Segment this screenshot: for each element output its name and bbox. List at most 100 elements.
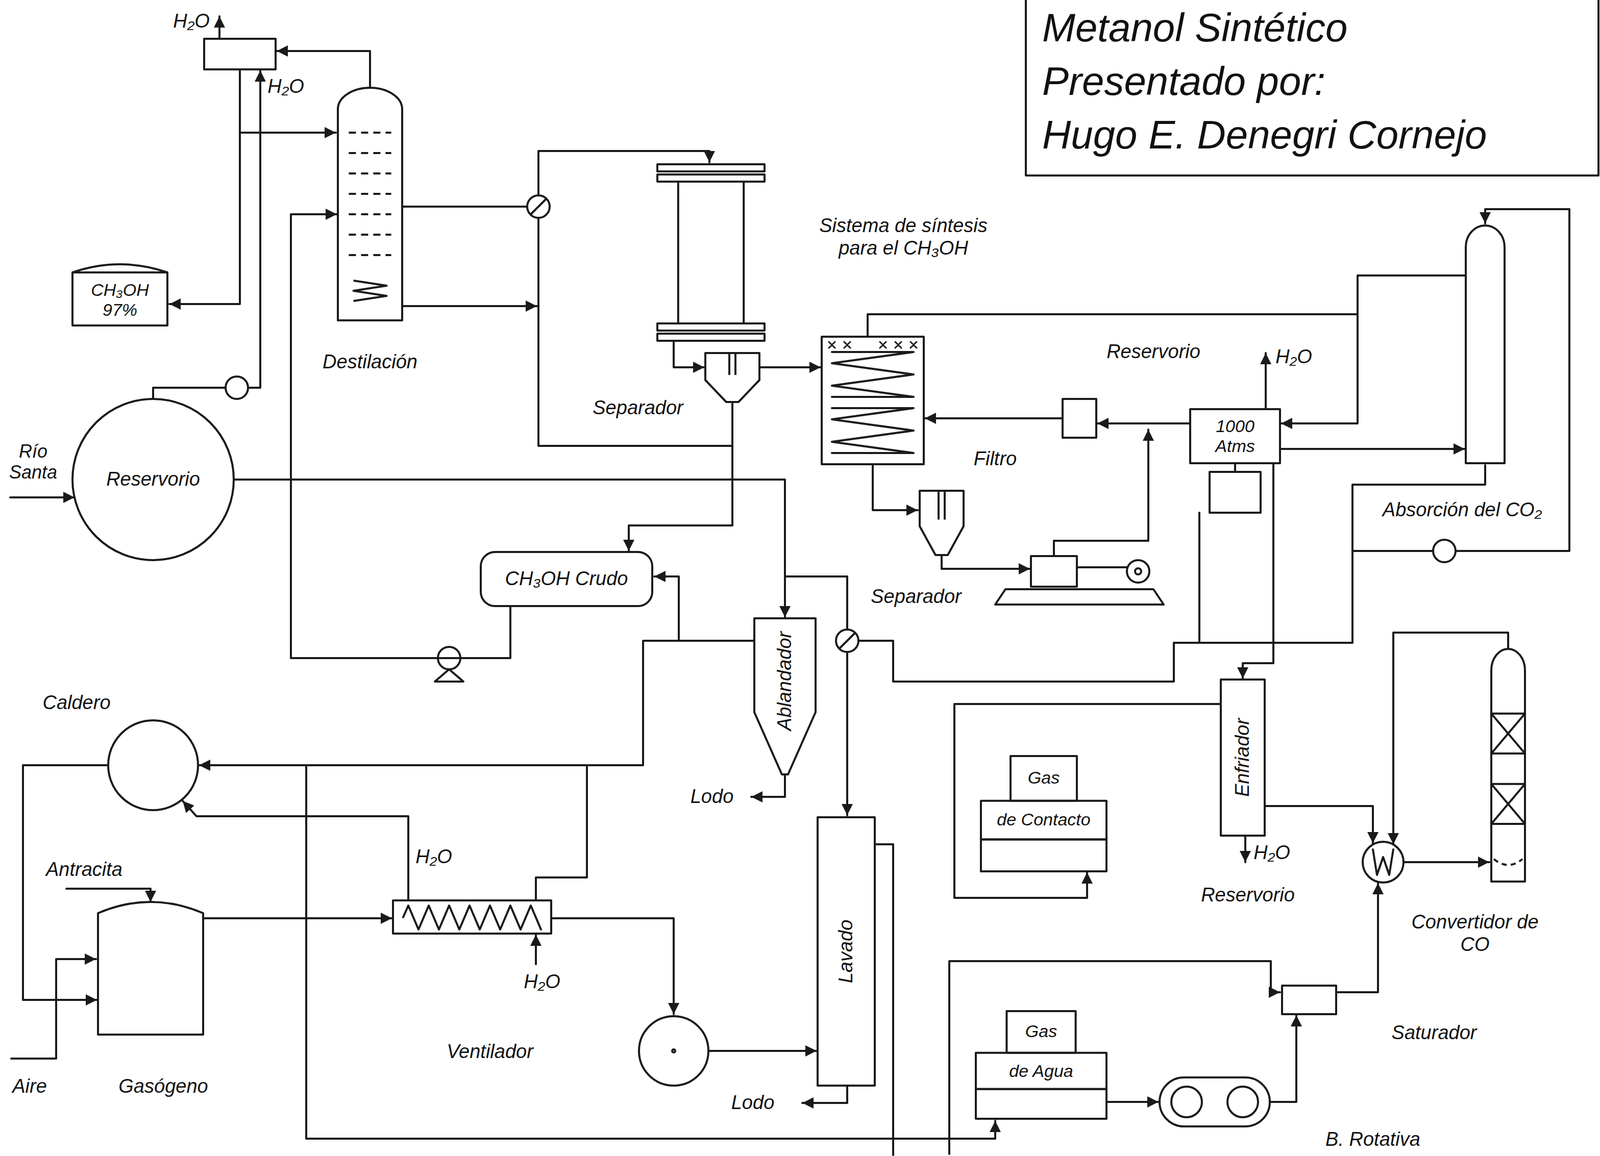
pipe-line: [1234, 464, 1237, 473]
equipment-shape: [656, 163, 766, 342]
author-text: Hugo E. Denegri Cornejo: [1041, 112, 1488, 159]
note-label: Lodo: [689, 785, 735, 809]
equipment-shape: [336, 86, 404, 322]
equipment-outline: [348, 192, 391, 195]
pipe-line: [1337, 883, 1378, 993]
equipment-label: Destilación: [321, 351, 419, 374]
equipment-node: CH₃OH 97%: [71, 260, 169, 327]
pipe-line: [306, 765, 996, 1140]
pipe-line: [403, 305, 537, 308]
equipment-shape: [1490, 648, 1526, 883]
flow-line: [673, 341, 705, 368]
pipe-line: [1244, 837, 1247, 863]
exchanger-symbol: [1372, 849, 1394, 876]
equipment-label: Caldero: [41, 692, 112, 715]
heat-exchanger: [392, 900, 552, 934]
pipe-line: [239, 131, 336, 134]
equipment-label: Saturador: [1390, 1022, 1479, 1045]
equipment-shape: [96, 893, 205, 1037]
equipment-outline: [1227, 1087, 1259, 1118]
heat-exchanger: [821, 336, 924, 465]
equipment-outline: [754, 618, 816, 775]
equipment-outline: [480, 552, 653, 607]
equipment-outline: [1159, 1077, 1270, 1127]
pipe-line: [751, 775, 785, 798]
pump-machine: [1076, 566, 1127, 569]
equipment-node: Saturador: [1281, 985, 1338, 1016]
flow-line: [199, 641, 754, 766]
equipment-outline: [980, 801, 1107, 841]
flow-line: [1270, 1015, 1297, 1103]
equipment-outline: [1491, 714, 1525, 754]
equipment-label: de Agua: [1007, 1061, 1074, 1082]
pipe-line: [654, 576, 679, 642]
exchanger-symbol: [527, 195, 550, 218]
equipment-label: 1000 Atms: [1195, 416, 1275, 457]
spray-symbol: [828, 341, 917, 349]
equipment-outline: [980, 840, 1107, 872]
equipment-outline: [1493, 859, 1523, 866]
equipment-node: 1000 Atms: [1189, 408, 1282, 465]
title-text: Metanol Sintético: [1041, 5, 1349, 52]
equipment-node: Enfriador: [1219, 678, 1266, 838]
equipment-label: Convertidor de CO: [1397, 911, 1553, 956]
coil-symbol: [831, 352, 914, 398]
pipe-line: [1264, 353, 1267, 409]
pipe-line: [204, 917, 392, 920]
exchanger-symbol: [530, 199, 547, 215]
equipment-label: Ventilador: [445, 1041, 535, 1064]
equipment-outline: [729, 353, 736, 376]
equipment-label: de Contacto: [995, 809, 1092, 830]
equipment-outline: [108, 720, 199, 811]
note-label: Lodo: [730, 1092, 776, 1115]
equipment-label: Separador: [591, 397, 684, 420]
pipe-line: [218, 16, 221, 39]
equipment-node: Filtro: [1061, 398, 1098, 439]
pump-symbol: [1433, 539, 1456, 563]
equipment-shape: [637, 1015, 710, 1088]
equipment-outline: [348, 213, 391, 216]
equipment-node: Gas de Agua: [974, 1010, 1108, 1121]
equipment-outline: [938, 490, 945, 521]
pipe-line: [924, 417, 1062, 420]
equipment-outline: [1006, 1011, 1076, 1054]
pump-base: [434, 669, 464, 682]
pipe-line: [1053, 429, 1149, 557]
note-label: Reservorio: [1105, 340, 1202, 364]
pump-machine: [1126, 560, 1150, 583]
motor-box: [1209, 472, 1261, 513]
equipment-outline: [348, 233, 391, 236]
equipment-label: Gas: [1024, 1021, 1058, 1042]
pipe-line: [875, 844, 894, 1156]
equipment-outline: [353, 280, 387, 302]
equipment-shape: [1281, 985, 1338, 1016]
equipment-shape: [107, 719, 200, 812]
equipment-node: Gasógeno: [96, 893, 205, 1037]
equipment-outline: [657, 164, 765, 172]
pump-symbol: [225, 376, 249, 400]
note-label: H₂O: [171, 10, 211, 33]
equipment-label: B. Rotativa: [1324, 1128, 1422, 1152]
pipe-line: [1352, 550, 1434, 553]
flow-line: [954, 704, 1220, 899]
pipe-line: [248, 70, 261, 388]
equipment-node: Gasde Contacto: [979, 755, 1108, 873]
flow-line: [234, 479, 785, 618]
equipment-node: Absorción del CO₂: [1464, 224, 1506, 465]
equipment-outline: [72, 399, 234, 561]
note-label: Antracita: [44, 858, 124, 882]
flow-line: [1097, 422, 1190, 425]
equipment-outline: [672, 1049, 676, 1053]
equipment-outline: [337, 87, 403, 321]
equipment-node: Reservorio: [71, 398, 235, 562]
equipment-node: Separador: [918, 489, 965, 557]
equipment-label: Gasógeno: [117, 1075, 209, 1099]
pipe-line: [802, 1087, 848, 1104]
author-text: Presentado por:: [1041, 58, 1327, 105]
equipment-outline: [1062, 399, 1097, 438]
equipment-outline: [975, 1053, 1107, 1090]
equipment-outline: [348, 152, 391, 155]
flow-line: [22, 765, 108, 1001]
